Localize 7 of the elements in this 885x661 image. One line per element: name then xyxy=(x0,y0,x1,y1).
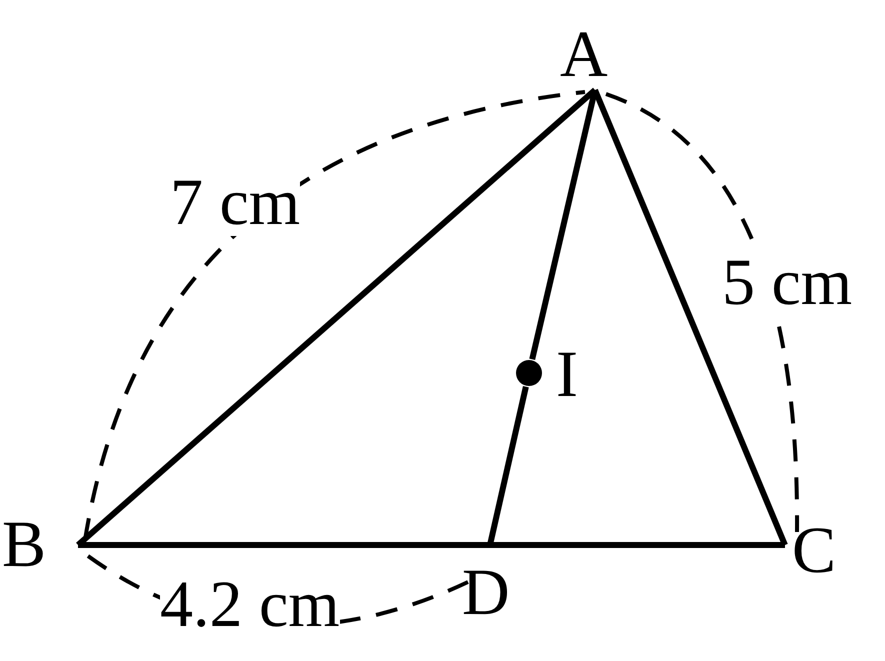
line-segment xyxy=(78,542,785,548)
vertex-label: C xyxy=(792,518,836,584)
vertex-label: B xyxy=(2,512,46,578)
line-segment xyxy=(529,89,598,360)
point-label: I xyxy=(516,342,578,408)
vertex-label: A xyxy=(560,22,608,88)
vertex-label: D xyxy=(462,560,510,626)
